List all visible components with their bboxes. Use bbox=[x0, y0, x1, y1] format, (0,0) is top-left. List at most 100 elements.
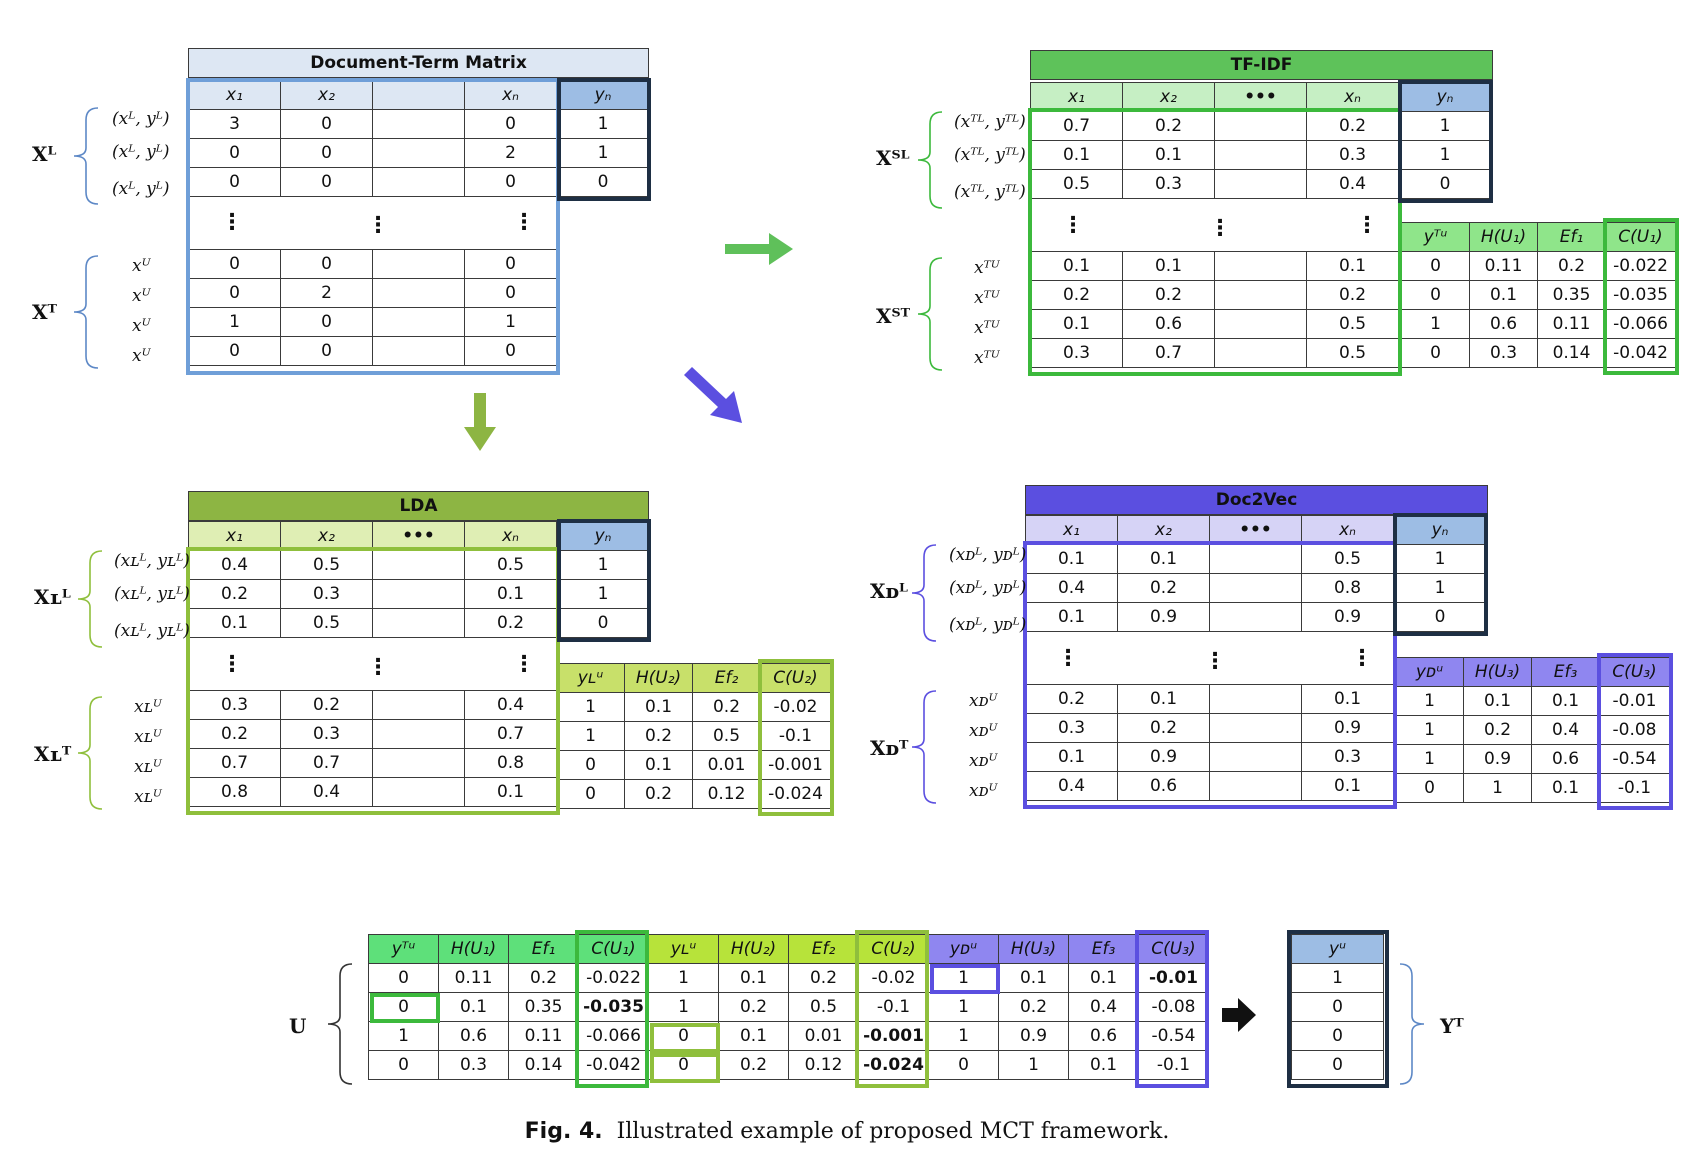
cell: 1 bbox=[928, 992, 999, 1022]
doc2vec-row-label: (xᴅᴸ, yᴅᴸ) bbox=[949, 578, 1027, 598]
cell: 0.1 bbox=[718, 1021, 789, 1051]
cell: 0.2 bbox=[692, 692, 761, 722]
cell: 0 bbox=[928, 1050, 999, 1080]
lda-col-gap: ••• bbox=[372, 521, 465, 551]
cell: 0.3 bbox=[188, 690, 281, 720]
dtm-group-label-L: Xᴸ bbox=[32, 142, 57, 166]
arrow-down-icon bbox=[464, 393, 496, 451]
cell: 0.2 bbox=[788, 963, 859, 993]
cell: 0.5 bbox=[788, 992, 859, 1022]
cell: 0.4 bbox=[188, 550, 281, 580]
cell: 0 bbox=[188, 336, 281, 366]
y-cell: 1 bbox=[1398, 111, 1492, 141]
cell: 0.4 bbox=[1025, 771, 1118, 801]
cell: 0.2 bbox=[1306, 111, 1399, 141]
cell: 0.2 bbox=[1025, 684, 1118, 714]
doc2vec-matrix: x₁ x₂ ••• xₙ yₙ 0.1 0.1 0.5 1 0.4 0.2 0.… bbox=[1025, 515, 1487, 801]
dtm-col-gap bbox=[372, 80, 465, 110]
cell: -0.022 bbox=[578, 963, 649, 993]
tfidf-row-label: xᵀᵁ bbox=[974, 318, 1000, 338]
cell: 1 bbox=[368, 1021, 439, 1051]
cell: 0.1 bbox=[1531, 686, 1600, 716]
cell: 0.6 bbox=[1117, 771, 1210, 801]
lda-col-x2: x₂ bbox=[280, 521, 373, 551]
brace-icon bbox=[73, 107, 99, 205]
tfidf-labeled-row: 0.7 0.2 0.2 1 bbox=[1030, 111, 1492, 141]
tfidf-labeled-row: 0.5 0.3 0.4 0 bbox=[1030, 169, 1492, 199]
y-cell: 1 bbox=[556, 550, 650, 580]
cell: 0.8 bbox=[1301, 573, 1394, 603]
cell: 1 bbox=[188, 307, 281, 337]
cell: 1 bbox=[1395, 715, 1464, 745]
cell: 0.7 bbox=[1122, 338, 1215, 368]
doc2vec-row-label: (xᴅᴸ, yᴅᴸ) bbox=[949, 615, 1027, 635]
cell: -0.54 bbox=[1138, 1021, 1209, 1051]
tfidf-row-label: xᵀᵁ bbox=[974, 258, 1000, 278]
cell: 0.1 bbox=[1301, 684, 1394, 714]
lda-table: x₁ x₂ ••• xₙ yₙ 0.4 0.5 0.5 1 0.2 0.3 0.… bbox=[188, 521, 650, 807]
caption-text: Illustrated example of proposed MCT fram… bbox=[616, 1119, 1170, 1144]
doc2vec-row-label: xᴅᵁ bbox=[969, 691, 998, 711]
dtm-row-label: xᵁ bbox=[132, 316, 151, 336]
lda-unlabeled-row: 0.2 0.3 0.7 bbox=[188, 719, 650, 749]
tfidf-row-label: (xᵀᴸ, yᵀᴸ) bbox=[954, 112, 1026, 132]
ellipsis-icon: ⋮ bbox=[367, 213, 389, 238]
dtm-title: Document-Term Matrix bbox=[188, 48, 649, 78]
lda-row-label: xʟᵁ bbox=[134, 697, 162, 717]
doc2vec-col-y: yₙ bbox=[1393, 515, 1487, 545]
cell: -0.1 bbox=[1138, 1050, 1209, 1080]
lda-col-y: yₙ bbox=[556, 521, 650, 551]
tfidf-unlabeled-row: 0.2 0.2 0.2 bbox=[1030, 280, 1492, 310]
cell bbox=[372, 579, 465, 609]
cell: -0.066 bbox=[1605, 309, 1676, 339]
cell: 0.3 bbox=[1030, 338, 1123, 368]
ellipsis-icon: ⋮ bbox=[1204, 649, 1226, 674]
result-table-wrap: yᵘ 1 0 0 0 bbox=[1291, 934, 1384, 1080]
cell: 0.2 bbox=[1117, 573, 1210, 603]
doc2vec-unlabeled-row: 0.4 0.6 0.1 bbox=[1025, 771, 1487, 801]
dtm-row-label: xᵁ bbox=[132, 286, 151, 306]
cell: 0.1 bbox=[1122, 251, 1215, 281]
cell bbox=[372, 278, 465, 308]
lda-score-head: C(U₂) bbox=[760, 663, 831, 693]
cell: 0.12 bbox=[788, 1050, 859, 1080]
cell: 0.2 bbox=[998, 992, 1069, 1022]
brace-icon bbox=[77, 550, 103, 648]
cell: 0.2 bbox=[1463, 715, 1532, 745]
cell: 1 bbox=[1395, 744, 1464, 774]
dtm-unlabeled-row: 1 0 1 bbox=[188, 307, 650, 337]
doc2vec-col-x2: x₂ bbox=[1117, 515, 1210, 545]
cell: 0.2 bbox=[188, 719, 281, 749]
cell: 0.1 bbox=[1306, 251, 1399, 281]
doc2vec-unlabeled-row: 0.2 0.1 0.1 bbox=[1025, 684, 1487, 714]
cell: 0.9 bbox=[1463, 744, 1532, 774]
cell: 0 bbox=[1291, 1021, 1384, 1051]
y-cell: 1 bbox=[556, 579, 650, 609]
cell: 0 bbox=[280, 109, 373, 139]
doc2vec-col-gap: ••• bbox=[1209, 515, 1302, 545]
cell: 0.2 bbox=[718, 1050, 789, 1080]
cell: 0 bbox=[1401, 251, 1470, 281]
cell: 0.8 bbox=[188, 777, 281, 807]
cell: 0.2 bbox=[1030, 280, 1123, 310]
cell: 0.1 bbox=[188, 608, 281, 638]
cell bbox=[1214, 251, 1307, 281]
cell: -0.001 bbox=[858, 1021, 929, 1051]
cell bbox=[1209, 544, 1302, 574]
cell bbox=[1209, 602, 1302, 632]
doc2vec-unlabeled-row: 0.3 0.2 0.9 bbox=[1025, 713, 1487, 743]
cell: 0 bbox=[464, 167, 557, 197]
cell: -0.02 bbox=[858, 963, 929, 993]
lda-labeled-row: 0.4 0.5 0.5 1 bbox=[188, 550, 650, 580]
cell: 0.9 bbox=[1117, 602, 1210, 632]
cell: 0.6 bbox=[1068, 1021, 1139, 1051]
cell bbox=[1214, 111, 1307, 141]
lda-title: LDA bbox=[188, 491, 649, 521]
cell: 0.1 bbox=[1301, 771, 1394, 801]
ellipsis-icon: ⋮ bbox=[221, 210, 243, 235]
